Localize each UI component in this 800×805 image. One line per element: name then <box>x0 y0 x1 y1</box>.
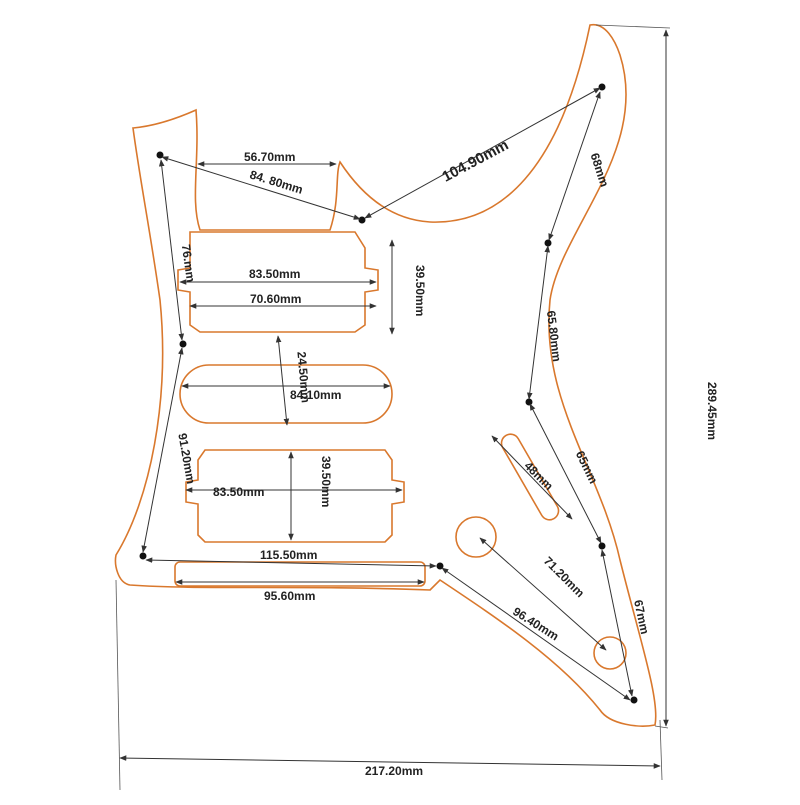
label-84-10: 84.10mm <box>290 388 341 402</box>
label-83-50-top: 83.50mm <box>249 267 300 281</box>
label-217-20: 217.20mm <box>365 764 423 778</box>
label-24-50: 24.50mm <box>294 351 312 403</box>
dimension-lines <box>115 24 671 791</box>
screw-holes <box>139 83 638 704</box>
label-289-45: 289.45mm <box>705 382 719 440</box>
label-39-50-bot: 39.50mm <box>319 456 333 507</box>
label-65-80: 65.80mm <box>544 310 564 363</box>
label-96-40: 96.40mm <box>510 604 561 643</box>
label-56-70: 56.70mm <box>244 150 295 164</box>
label-71-20: 71.20mm <box>541 554 587 600</box>
label-70-60: 70.60mm <box>250 292 301 306</box>
bridge-pickup-cavity <box>185 449 405 543</box>
label-39-50-top: 39.50mm <box>413 265 427 316</box>
label-83-50-bot: 83.50mm <box>213 485 264 499</box>
label-76: 76.mm <box>179 243 198 283</box>
label-65: 65mm <box>573 449 601 486</box>
knob-hole-large <box>455 516 497 558</box>
label-104-90: 104.90mm <box>439 137 511 186</box>
label-91-20: 91.20mm <box>175 432 198 485</box>
label-115-50: 115.50mm <box>260 548 317 562</box>
label-95-60: 95.60mm <box>264 589 315 603</box>
